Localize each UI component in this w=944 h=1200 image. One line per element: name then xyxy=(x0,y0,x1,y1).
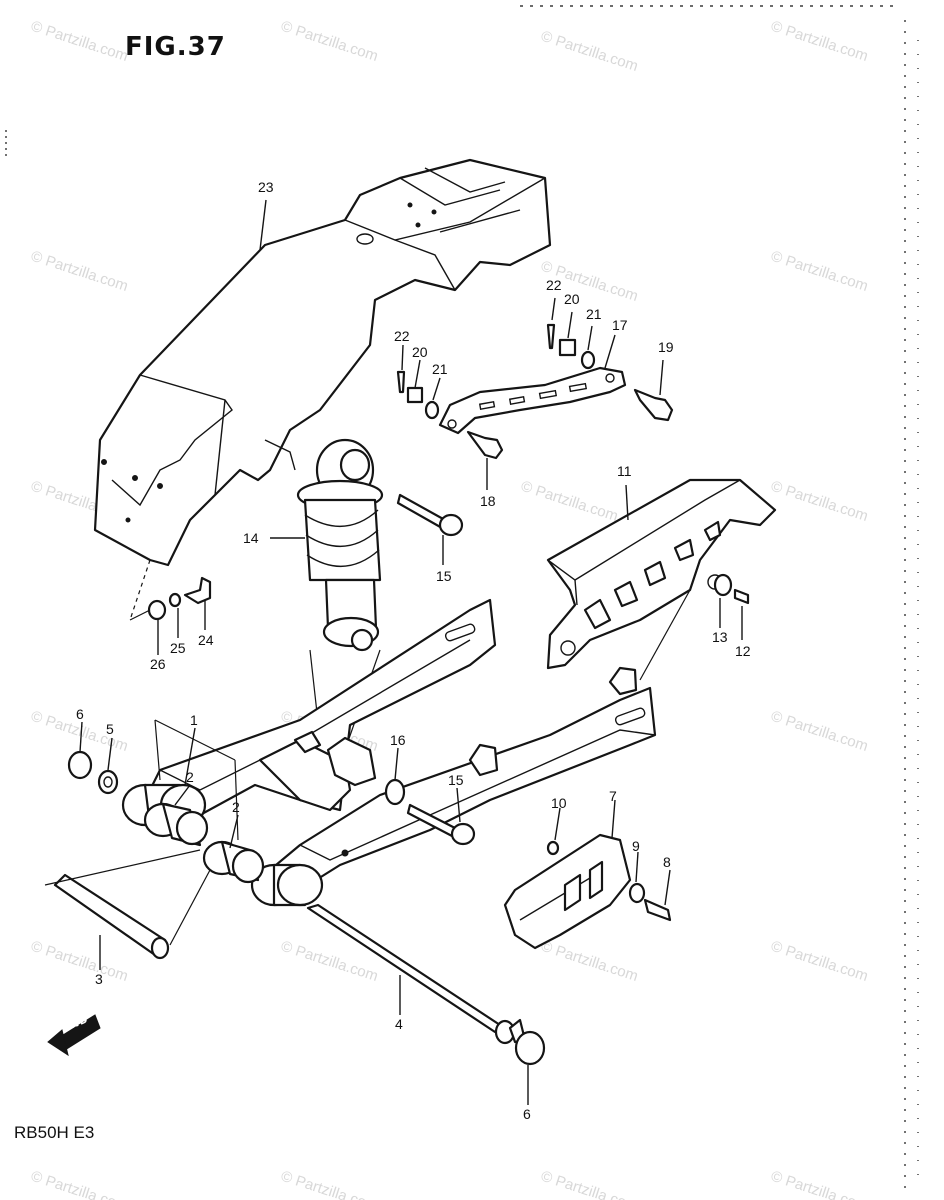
callout-24: 24 xyxy=(198,632,214,648)
watermark: © Partzilla.com xyxy=(29,1168,130,1200)
watermark: © Partzilla.com xyxy=(29,18,130,65)
callout-20: 20 xyxy=(412,344,428,360)
callout-21: 21 xyxy=(586,306,602,322)
swing-arm xyxy=(121,598,657,907)
callout-23: 23 xyxy=(258,179,274,195)
watermark: © Partzilla.com xyxy=(769,708,870,755)
callout-22: 22 xyxy=(546,277,562,293)
watermark: © Partzilla.com xyxy=(539,28,640,75)
callout-2: 2 xyxy=(232,799,240,815)
watermark: © Partzilla.com xyxy=(539,1168,640,1200)
watermark: © Partzilla.com xyxy=(279,1168,380,1200)
callout-9: 9 xyxy=(632,838,640,854)
spacer-tube xyxy=(44,849,211,960)
watermark: © Partzilla.com xyxy=(769,18,870,65)
callout-8: 8 xyxy=(663,854,671,870)
watermark: © Partzilla.com xyxy=(539,938,640,985)
callout-25: 25 xyxy=(170,640,186,656)
callout-1: 1 xyxy=(190,712,198,728)
callout-14: 14 xyxy=(243,530,259,546)
callout-11: 11 xyxy=(617,463,632,479)
chain-guard xyxy=(546,478,777,681)
callout-18: 18 xyxy=(480,493,496,509)
callout-15: 15 xyxy=(436,568,452,584)
watermark: © Partzilla.com xyxy=(769,478,870,525)
scan-edge-noise xyxy=(5,5,919,1190)
pivot-shaft xyxy=(306,903,546,1066)
callout-10: 10 xyxy=(551,795,567,811)
rear-fender xyxy=(93,158,552,621)
watermark: © Partzilla.com xyxy=(29,938,130,985)
callout-19: 19 xyxy=(658,339,674,355)
callout-3: 3 xyxy=(95,971,103,987)
callout-2: 2 xyxy=(186,769,194,785)
callout-20: 20 xyxy=(564,291,580,307)
callout-leaders xyxy=(79,199,743,1105)
fender-hardware xyxy=(129,576,212,621)
guard-hardware xyxy=(713,573,750,605)
callout-12: 12 xyxy=(735,643,751,659)
callout-21: 21 xyxy=(432,361,448,377)
model-code: RB50H E3 xyxy=(14,1123,95,1142)
fender-bracket xyxy=(438,366,627,435)
figure-title: FIG.37 xyxy=(125,32,226,62)
pivot-bushings xyxy=(143,802,265,884)
callout-22: 22 xyxy=(394,328,410,344)
callout-7: 7 xyxy=(609,788,617,804)
watermark: © Partzilla.com xyxy=(279,18,380,65)
callout-6: 6 xyxy=(523,1106,531,1122)
callout-16: 16 xyxy=(390,732,406,748)
watermark: © Partzilla.com xyxy=(769,938,870,985)
forward-arrow-icon xyxy=(47,1014,101,1057)
callout-15: 15 xyxy=(448,772,464,788)
shock-upper-bolt xyxy=(396,493,464,537)
rear-shock-absorber xyxy=(296,438,384,751)
callout-17: 17 xyxy=(612,317,628,333)
watermark: © Partzilla.com xyxy=(29,248,130,295)
watermark: © Partzilla.com xyxy=(769,1168,870,1200)
watermark: © Partzilla.com xyxy=(769,248,870,295)
watermark: © Partzilla.com xyxy=(519,478,620,525)
callout-26: 26 xyxy=(150,656,166,672)
chain-slider xyxy=(503,833,672,950)
callout-4: 4 xyxy=(395,1016,403,1032)
callout-labels: 23 22 20 21 17 19 22 20 21 18 11 15 14 1… xyxy=(76,179,751,1122)
callout-6: 6 xyxy=(76,706,84,722)
callout-13: 13 xyxy=(712,629,728,645)
bracket-hardware xyxy=(396,323,674,460)
shock-lower-hardware xyxy=(326,736,476,846)
callout-5: 5 xyxy=(106,721,114,737)
